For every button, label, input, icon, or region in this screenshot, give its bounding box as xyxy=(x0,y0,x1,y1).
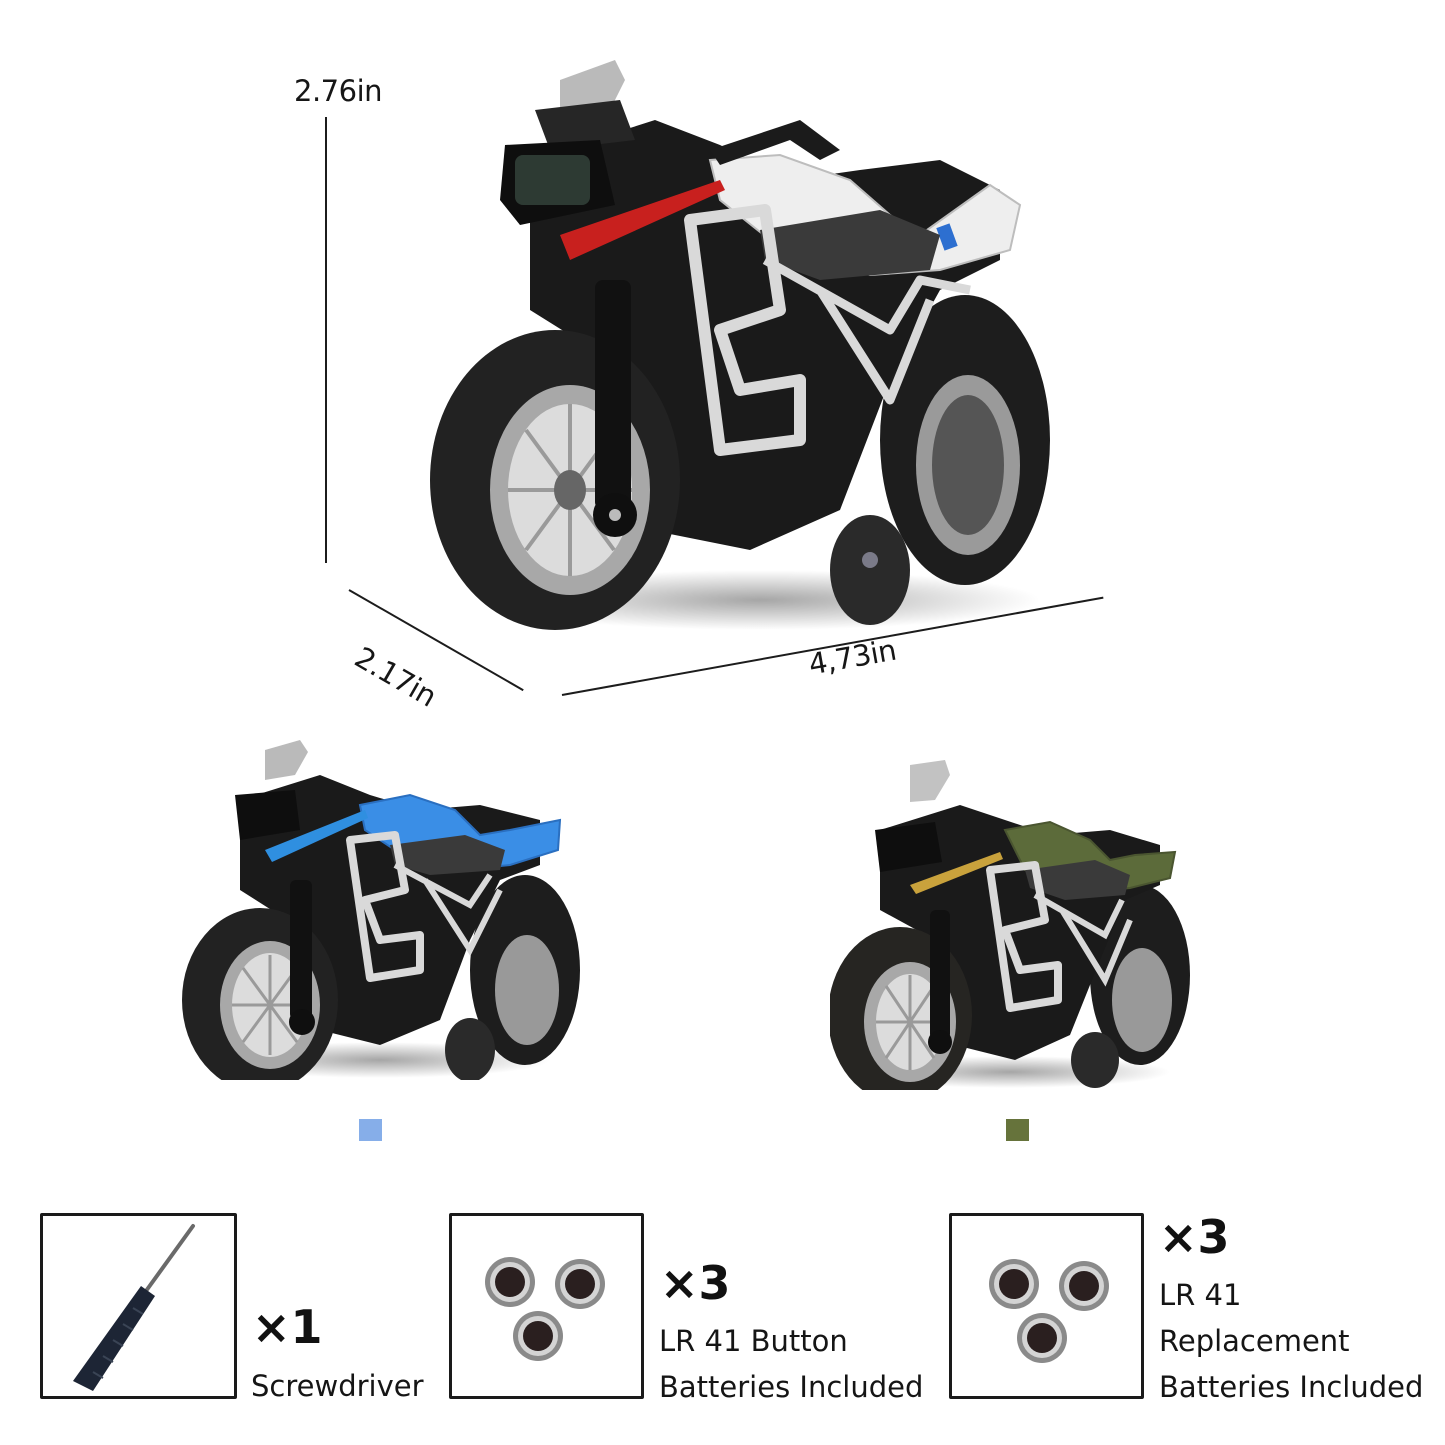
color-swatch-green[interactable] xyxy=(1006,1119,1029,1141)
button-battery-icon xyxy=(485,1257,605,1361)
accessory-box-screwdriver xyxy=(40,1213,237,1399)
replacement-batteries-label: LR 41 Replacement Batteries Included xyxy=(1159,1278,1424,1404)
screwdriver-label: Screwdriver xyxy=(251,1369,424,1403)
screwdriver-icon xyxy=(73,1224,195,1391)
replacement-batteries-quantity: ×3 xyxy=(1159,1210,1230,1264)
accessory-box-button-batteries xyxy=(449,1213,644,1399)
button-batteries-label: LR 41 Button Batteries Included xyxy=(659,1324,924,1404)
button-battery-icon xyxy=(989,1259,1109,1363)
motorcycle-blue-image xyxy=(182,740,580,1080)
accessory-box-replacement-batteries xyxy=(949,1213,1144,1399)
motorcycle-main-image xyxy=(430,60,1050,630)
length-dimension-label: 4,73in xyxy=(806,632,899,682)
height-dimension-line xyxy=(325,117,327,563)
depth-dimension-label: 2.17in xyxy=(349,640,443,714)
screwdriver-quantity: ×1 xyxy=(252,1300,323,1354)
button-batteries-quantity: ×3 xyxy=(660,1256,731,1310)
height-dimension-label: 2.76in xyxy=(294,74,383,108)
color-swatch-blue[interactable] xyxy=(359,1119,382,1141)
motorcycle-green-image xyxy=(830,760,1190,1090)
